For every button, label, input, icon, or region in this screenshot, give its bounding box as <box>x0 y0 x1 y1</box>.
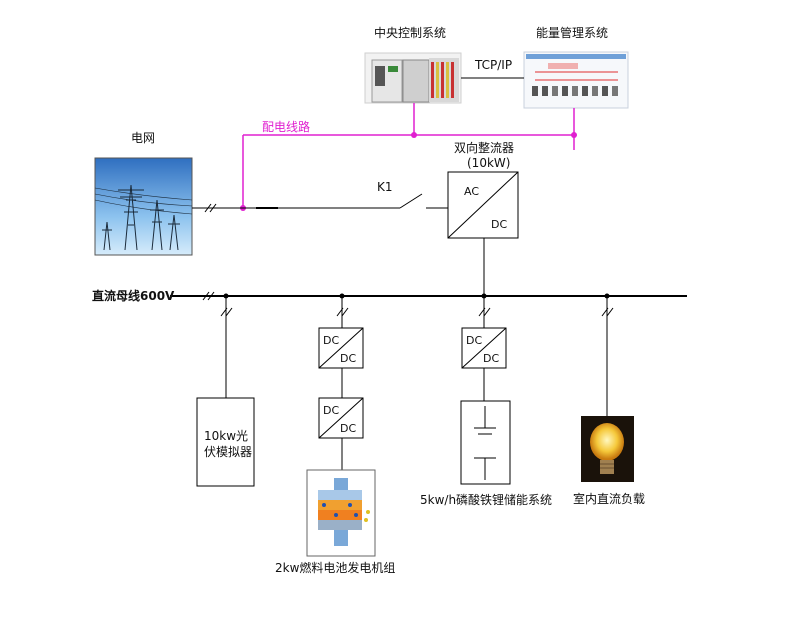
converter-ac-text: AC <box>464 185 480 198</box>
fuel-cell-label: 2kw燃料电池发电机组 <box>275 561 396 575</box>
st-dcdc-out: DC <box>483 352 500 365</box>
fc-dcdc1-in: DC <box>323 334 340 347</box>
distribution-line <box>242 103 575 208</box>
bidir-converter-name: 双向整流器 <box>454 141 515 155</box>
grid-label: 电网 <box>131 131 156 145</box>
bidir-converter-power: (10kW) <box>467 156 511 170</box>
fc-dcdc2-in: DC <box>323 404 340 417</box>
load-branch <box>601 296 614 416</box>
energy-mgmt-label: 能量管理系统 <box>536 26 609 40</box>
pv-label-line2: 伏模拟器 <box>204 445 253 459</box>
indoor-load-label: 室内直流负载 <box>573 492 646 506</box>
bidir-converter <box>447 171 519 239</box>
junction-dot <box>411 132 417 138</box>
bus-break-mark <box>202 291 215 301</box>
pv-label-line1: 10kw光 <box>204 429 249 443</box>
fc-dcdc1-out: DC <box>340 352 357 365</box>
fc-dcdc2-out: DC <box>340 422 357 435</box>
distribution-line-label: 配电线路 <box>262 120 311 134</box>
converter-dc-text: DC <box>491 218 508 231</box>
light-bulb-image <box>581 416 634 482</box>
energy-mgmt-image <box>523 51 629 109</box>
grid-image <box>94 157 193 256</box>
junction-dot <box>571 132 577 138</box>
central-control-label: 中央控制系统 <box>374 26 447 40</box>
k1-label: K1 <box>377 180 393 194</box>
storage-label: 5kw/h磷酸铁锂储能系统 <box>420 493 553 507</box>
fuel-cell-image <box>318 478 370 546</box>
ac-feeder <box>192 193 448 213</box>
pv-branch <box>196 296 255 487</box>
storage-branch <box>460 296 511 485</box>
st-dcdc-in: DC <box>466 334 483 347</box>
dc-bus-label: 直流母线600V <box>92 289 175 303</box>
central-control-image <box>364 52 462 104</box>
tcp-ip-label: TCP/IP <box>475 58 513 72</box>
